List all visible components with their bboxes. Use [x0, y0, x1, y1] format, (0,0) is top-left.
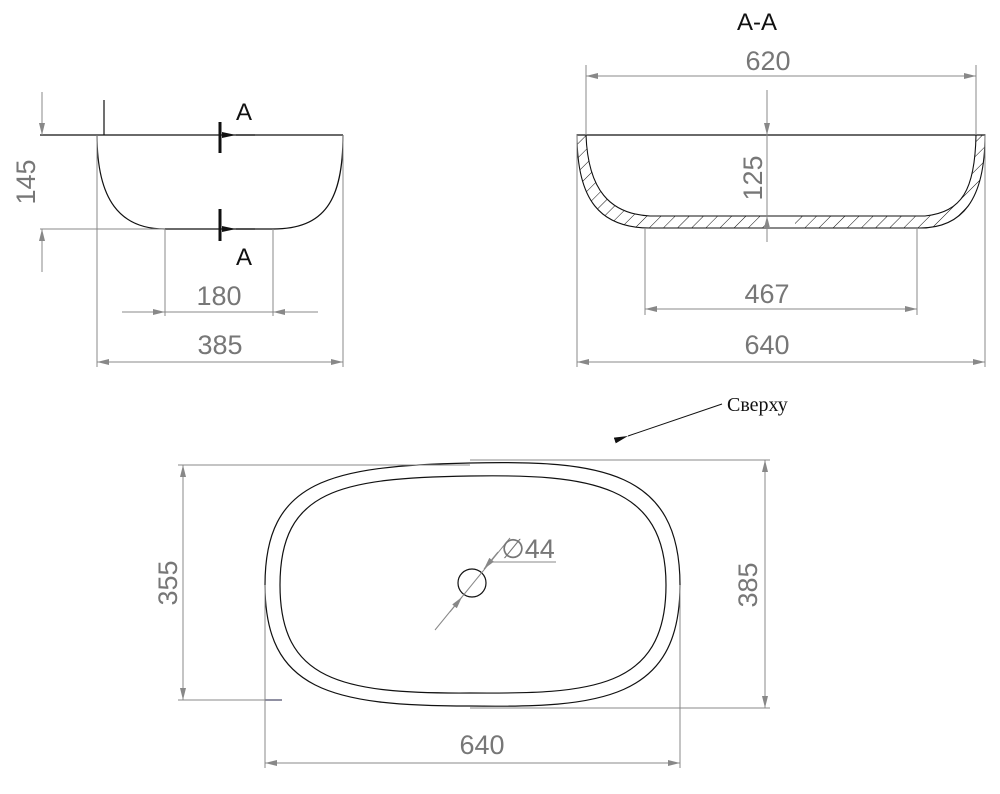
view-label: Сверху — [727, 394, 788, 416]
section-label-bottom: A — [236, 244, 252, 271]
dim-height: 385 — [733, 562, 763, 607]
section-title: A-A — [737, 9, 777, 36]
dim-width: 385 — [197, 330, 242, 360]
dim-base-width: 467 — [744, 279, 789, 309]
top-view: Сверху ∅44 355 385 640 — [153, 394, 788, 768]
dim-depth: 125 — [738, 155, 768, 200]
dim-inner-height: 355 — [153, 560, 183, 605]
hatched-section — [576, 134, 986, 229]
dim-inner-width: 620 — [745, 46, 790, 76]
view-arrow-icon — [613, 403, 723, 444]
side-view: 145 A A 180 385 — [11, 92, 344, 367]
dim-width: 640 — [459, 730, 504, 760]
section-view: A-A 620 125 467 640 — [576, 9, 986, 367]
section-label-top: A — [236, 99, 252, 126]
dim-drain-diameter: ∅44 — [501, 534, 555, 564]
dim-height: 145 — [11, 159, 41, 204]
outer-rim — [264, 461, 681, 707]
inner-rim — [279, 475, 667, 694]
drain-hole — [457, 568, 487, 598]
drain-opening — [767, 216, 795, 228]
dim-base-width: 180 — [196, 281, 241, 311]
dim-width: 640 — [744, 330, 789, 360]
